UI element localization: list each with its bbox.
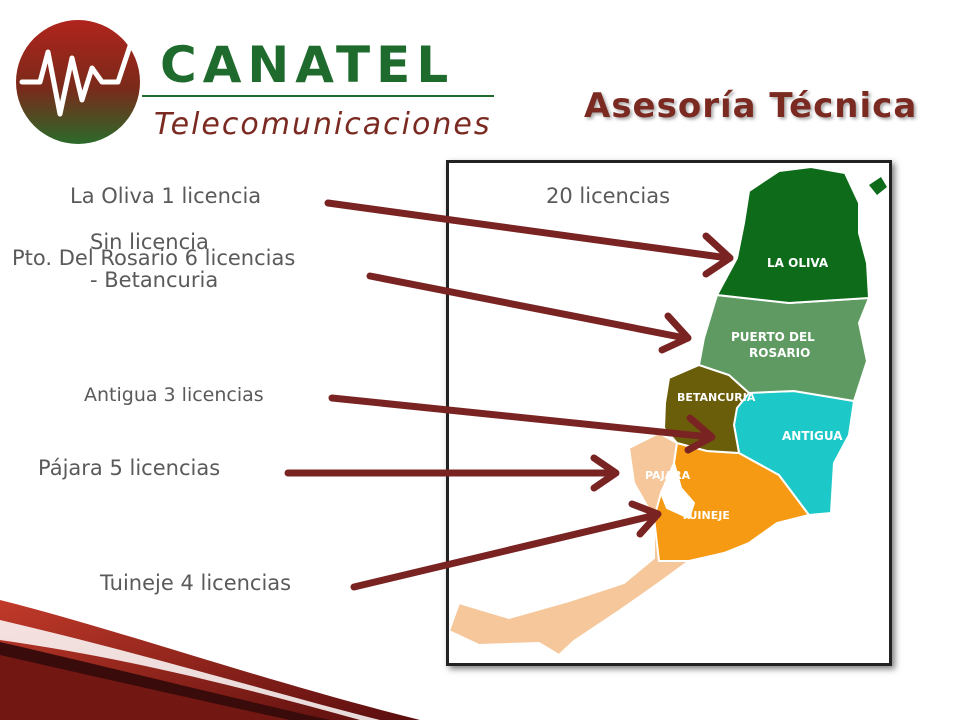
arrow-antigua [328,394,714,441]
slide-title: Asesoría Técnica [584,86,918,126]
region-label-pajara: PAJARA [645,469,691,482]
map-region-la-oliva [715,165,871,305]
map-islet [869,177,887,195]
fuerteventura-map: LA OLIVA PUERTO DEL ROSARIO BETANCURIA A… [447,165,887,657]
arrow-tuineje [350,511,660,591]
logo-tagline: Telecomunicaciones [154,107,491,142]
logo-brand: CANATEL [160,36,454,94]
arrowhead-pto-rosario [658,312,692,354]
label-antigua: Antigua 3 licencias [84,384,264,406]
label-total-licencias: 20 licencias [546,184,671,208]
label-sin-licencia-betancuria: - Betancuria [90,268,219,292]
arrowhead-antigua [684,414,716,454]
label-sin-licencia: Sin licencia [90,230,209,254]
region-label-puerto-1: PUERTO DEL [731,330,815,344]
region-label-antigua: ANTIGUA [782,429,843,443]
arrowhead-pajara [590,454,620,492]
region-label-betancuria: BETANCURIA [677,391,756,404]
region-label-puerto-2: ROSARIO [749,346,810,360]
pulse-wave-icon [19,43,133,117]
arrowhead-la-oliva [702,232,734,278]
label-la-oliva: La Oliva 1 licencia [70,184,262,208]
arrow-la-oliva [324,199,732,262]
label-tuineje: Tuineje 4 licencias [100,571,292,595]
region-label-tuineje: TUINEJE [681,509,730,522]
arrowhead-tuineje [628,500,662,538]
region-label-la-oliva: LA OLIVA [767,256,829,270]
label-pto-rosario: Pto. Del Rosario 6 licencias [12,246,296,270]
label-pajara: Pájara 5 licencias [38,456,221,480]
decorative-swoosh [0,600,420,720]
canatel-logo: CANATEL Telecomunicaciones [16,20,494,144]
map-frame: LA OLIVA PUERTO DEL ROSARIO BETANCURIA A… [446,160,892,666]
arrow-pto-rosario [366,272,689,342]
